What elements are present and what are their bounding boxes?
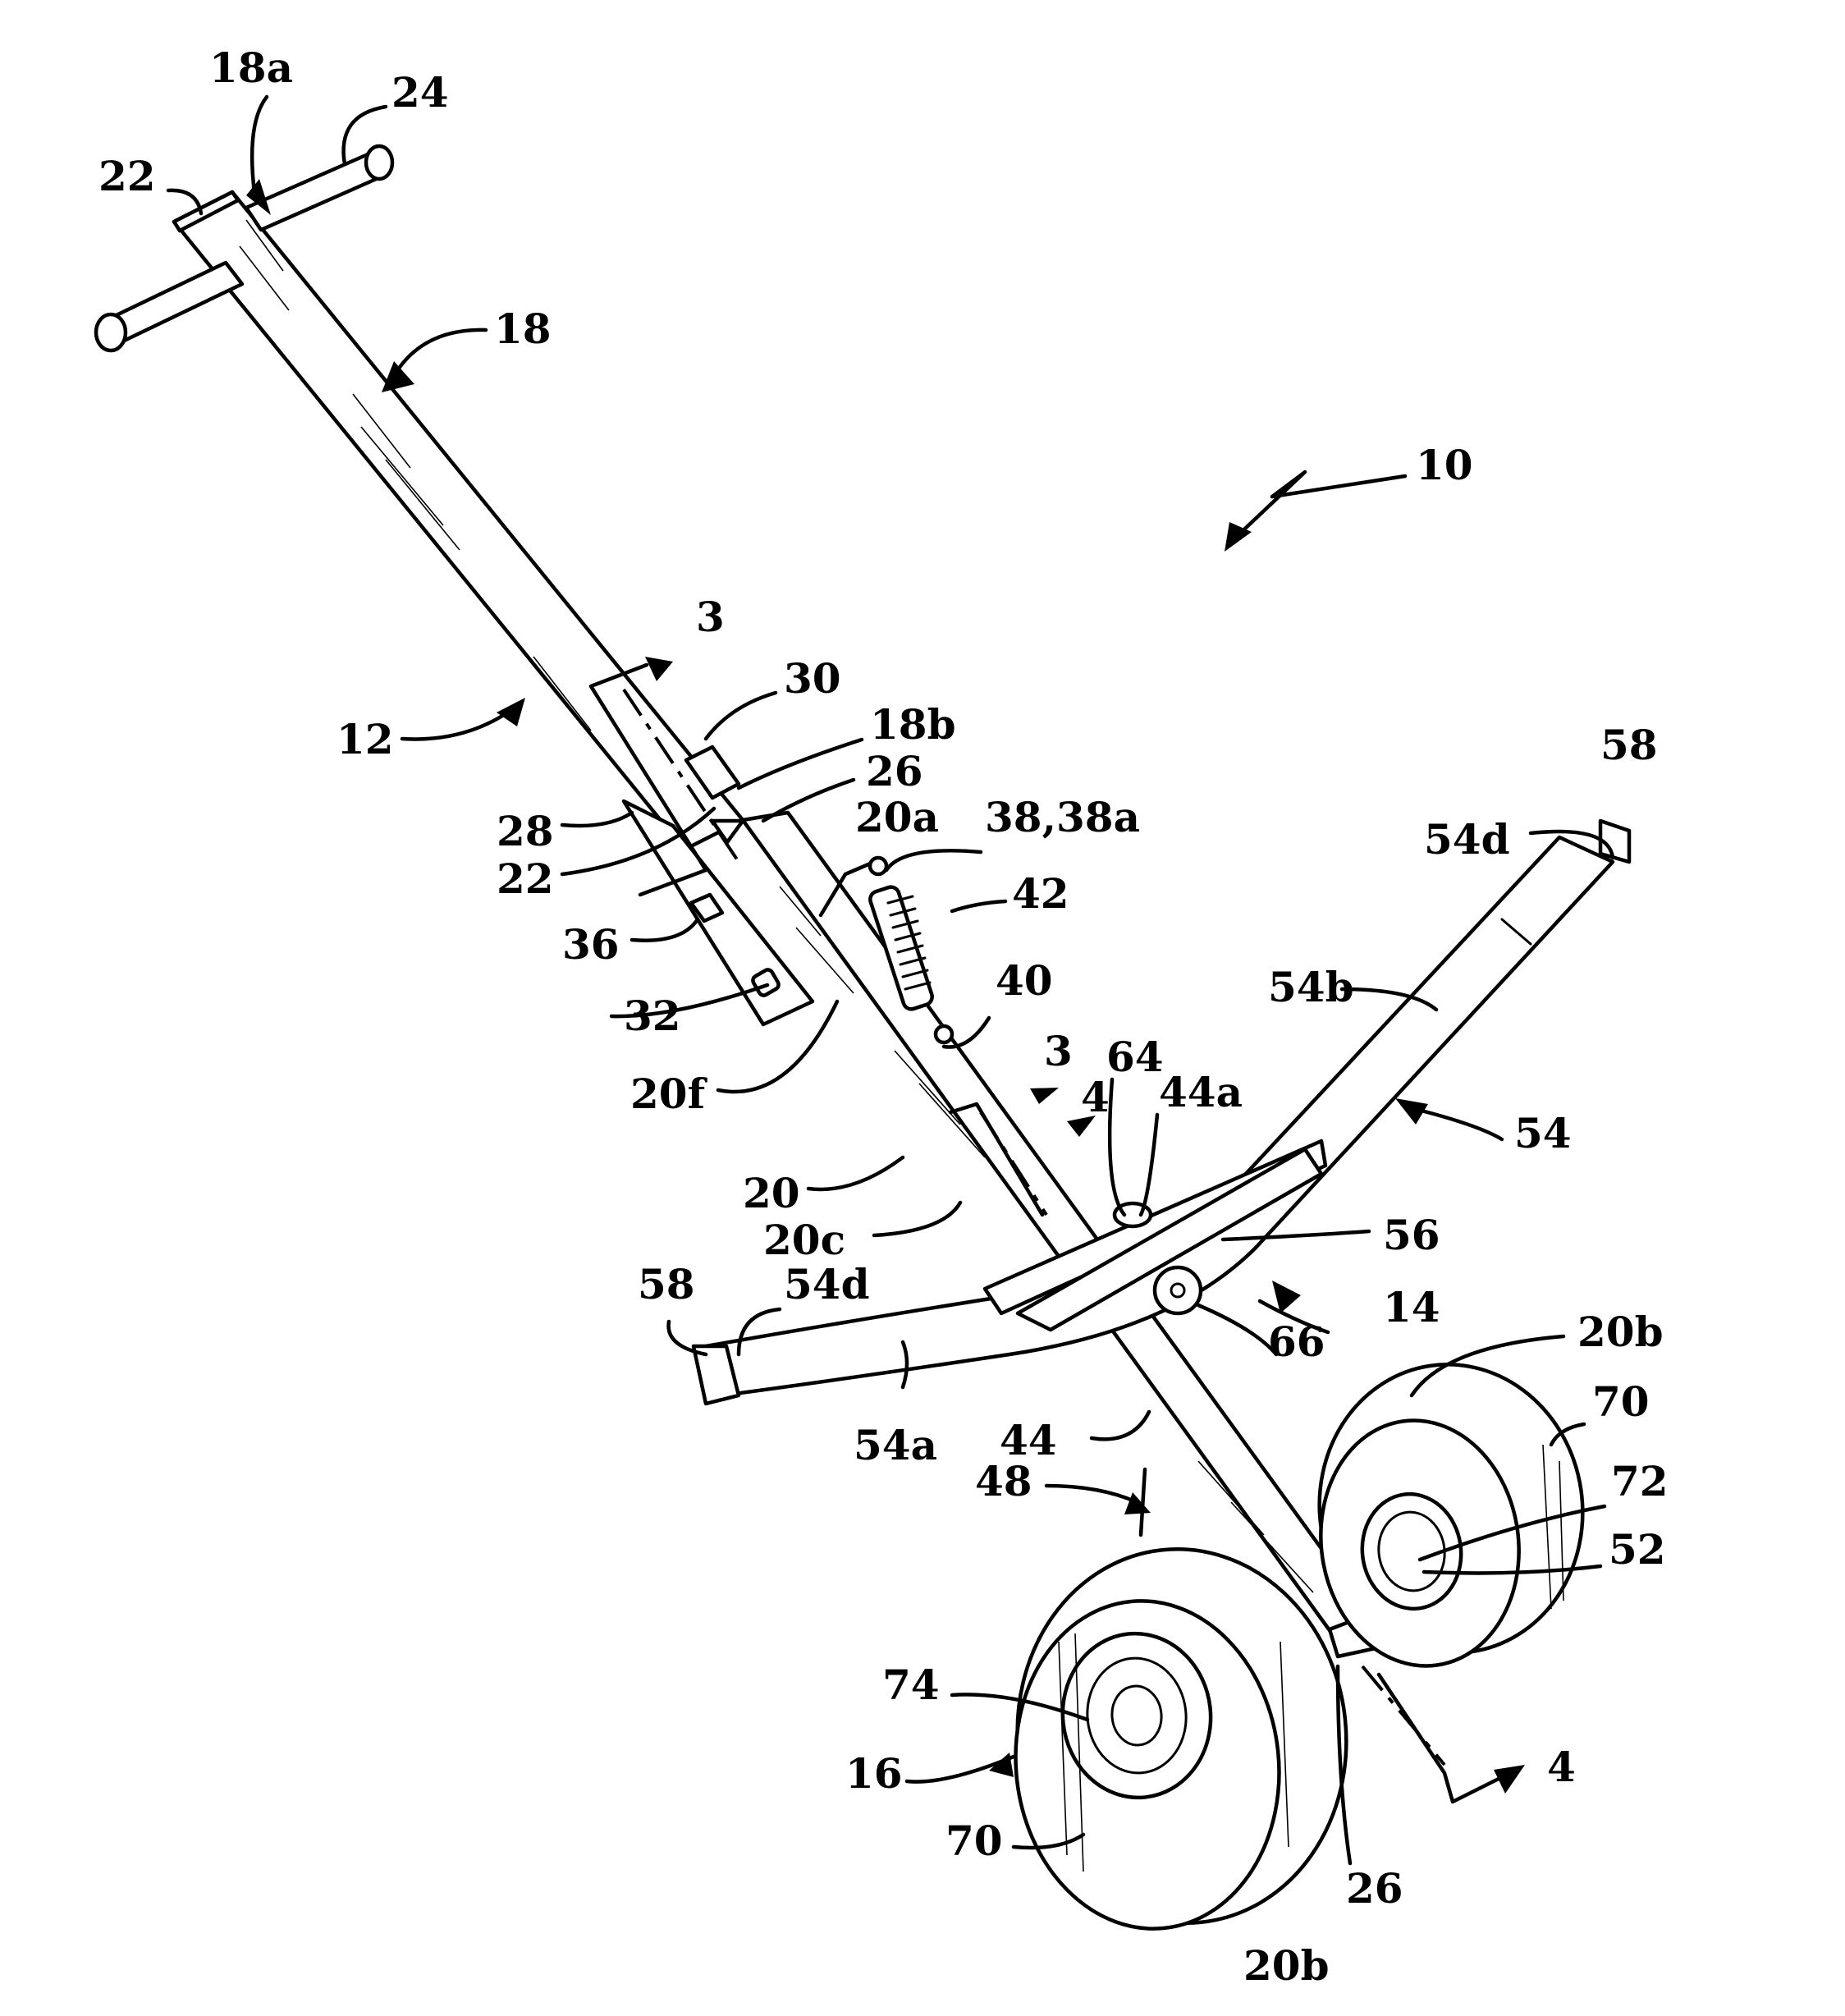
label-22-top: 22: [98, 152, 156, 200]
label-66: 66: [1268, 1317, 1325, 1366]
label-36: 36: [562, 920, 620, 969]
label-20f: 20f: [630, 1070, 708, 1118]
label-18a: 18a: [209, 44, 293, 92]
label-52: 52: [1609, 1525, 1666, 1574]
label-24: 24: [391, 68, 449, 117]
label-64: 64: [1106, 1033, 1164, 1081]
label-20b-bottom: 20b: [1243, 1941, 1330, 1990]
label-54d-left: 54d: [784, 1260, 870, 1308]
label-16: 16: [845, 1749, 903, 1798]
label-44a: 44a: [1159, 1068, 1243, 1116]
label-70-right: 70: [1592, 1377, 1650, 1426]
label-42: 42: [1012, 869, 1069, 918]
label-40: 40: [996, 956, 1053, 1005]
label-4-top: 4: [1081, 1073, 1110, 1121]
label-54b: 54b: [1268, 963, 1354, 1011]
label-20: 20: [743, 1169, 800, 1217]
label-22-mid: 22: [497, 855, 554, 903]
label-72: 72: [1611, 1457, 1669, 1505]
label-26-bottom: 26: [1346, 1864, 1403, 1913]
label-48: 48: [975, 1457, 1032, 1505]
label-14: 14: [1383, 1283, 1440, 1331]
label-56: 56: [1383, 1211, 1440, 1259]
label-20c: 20c: [763, 1216, 845, 1264]
label-38-38a: 38,38a: [985, 793, 1140, 841]
label-12: 12: [336, 715, 394, 763]
upper-handle-member: [174, 192, 743, 850]
label-20b-top: 20b: [1577, 1308, 1664, 1356]
label-10: 10: [1416, 441, 1473, 489]
label-20a: 20a: [855, 793, 939, 841]
label-3-bottom: 3: [1044, 1027, 1073, 1075]
label-30: 30: [784, 654, 841, 703]
label-18b: 18b: [870, 700, 956, 749]
label-18: 18: [494, 305, 552, 353]
label-54: 54: [1514, 1109, 1572, 1157]
label-58-left: 58: [638, 1260, 695, 1308]
label-54a: 54a: [854, 1421, 937, 1469]
label-58-right: 58: [1600, 721, 1658, 769]
label-28: 28: [497, 807, 554, 855]
label-26-mid: 26: [866, 747, 923, 795]
label-32: 32: [624, 992, 681, 1040]
label-74: 74: [882, 1661, 940, 1709]
label-4-bottom: 4: [1547, 1743, 1576, 1791]
label-70-left: 70: [945, 1817, 1003, 1865]
label-54d-right: 54d: [1424, 815, 1510, 864]
label-3-top: 3: [696, 593, 725, 641]
